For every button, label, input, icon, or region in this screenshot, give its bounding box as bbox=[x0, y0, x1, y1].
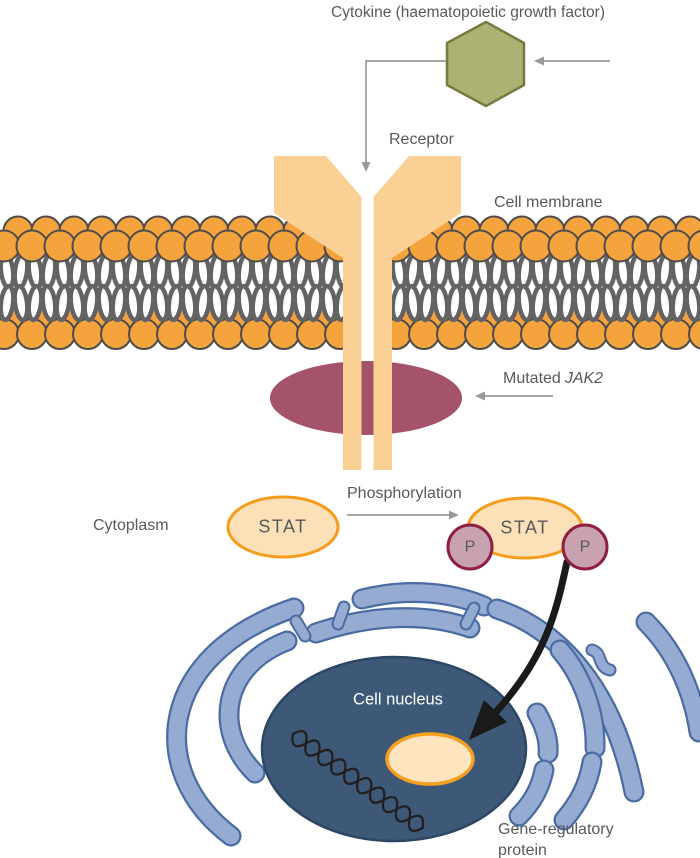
gene-regulatory-protein-label: Gene-regulatory protein bbox=[498, 820, 614, 858]
cytokine-to-receptor-arrow bbox=[361, 60, 447, 172]
lipid-head bbox=[464, 318, 496, 350]
mutated-jak2-protein bbox=[270, 361, 462, 435]
lipid-head bbox=[127, 229, 161, 263]
lipid-head bbox=[436, 318, 468, 350]
lipid-head bbox=[631, 229, 665, 263]
receptor-left-half bbox=[274, 156, 362, 470]
lipid-head bbox=[239, 229, 273, 263]
receptor-slot bbox=[357, 212, 378, 354]
lipid-head bbox=[296, 318, 328, 350]
lipid-head bbox=[212, 318, 244, 350]
lipid-head bbox=[660, 318, 692, 350]
dna-helix bbox=[291, 730, 425, 832]
lipid-head bbox=[575, 229, 609, 263]
cytokine-label: Cytokine (haematopoietic growth factor) bbox=[331, 4, 605, 21]
lipid-head bbox=[492, 318, 524, 350]
receptor-label: Receptor bbox=[389, 131, 454, 148]
translocation-arrowhead bbox=[469, 700, 507, 740]
lipid-head bbox=[519, 229, 553, 263]
lipid-head bbox=[184, 318, 216, 350]
lipid-head bbox=[576, 318, 608, 350]
lipid-head bbox=[659, 229, 693, 263]
lipid-head bbox=[268, 318, 300, 350]
phosphate-label-right: P bbox=[579, 538, 591, 556]
receptor-right-half bbox=[373, 156, 461, 470]
lipid-head bbox=[520, 318, 552, 350]
lipid-head bbox=[100, 318, 132, 350]
phosphate-group-right bbox=[561, 523, 609, 571]
cytokine-binding-arrow bbox=[534, 56, 610, 66]
lipid-head bbox=[491, 229, 525, 263]
lipid-head bbox=[156, 318, 188, 350]
lipid-head bbox=[688, 318, 700, 350]
cytoplasm-label: Cytoplasm bbox=[93, 517, 169, 534]
mutated-jak2-arrow bbox=[475, 391, 553, 401]
lipid-head bbox=[463, 229, 497, 263]
lipid-head bbox=[71, 229, 105, 263]
lipid-head bbox=[687, 229, 700, 263]
lipid-head bbox=[548, 318, 580, 350]
lipid-head bbox=[15, 229, 49, 263]
nuclear-envelope-arcs bbox=[166, 582, 700, 847]
lipid-head bbox=[72, 318, 104, 350]
stat-label-left: STAT bbox=[258, 516, 308, 537]
stat-protein bbox=[226, 495, 340, 559]
stat-label-right: STAT bbox=[500, 517, 550, 538]
lipid-head bbox=[435, 229, 469, 263]
lipid-head bbox=[211, 229, 245, 263]
mutated-jak2-label-prefix: Mutated bbox=[503, 370, 561, 387]
lipid-head bbox=[267, 229, 301, 263]
lipid-head bbox=[408, 318, 440, 350]
mutated-jak2-label-gene: JAK2 bbox=[564, 370, 604, 387]
cell-membrane-bilayer bbox=[0, 215, 700, 350]
lipid-head bbox=[603, 229, 637, 263]
gene-regulatory-protein-label-line1: Gene-regulatory bbox=[498, 821, 614, 838]
cytokine-hexagon bbox=[445, 20, 526, 108]
gene-regulatory-protein-label-line2: protein bbox=[498, 841, 547, 858]
phosphate-label-left: P bbox=[464, 538, 476, 556]
lipid-head bbox=[43, 229, 77, 263]
lipid-head bbox=[547, 229, 581, 263]
lipid-head bbox=[99, 229, 133, 263]
lipid-head bbox=[155, 229, 189, 263]
translocation-arrow bbox=[469, 558, 571, 740]
cell-membrane-label: Cell membrane bbox=[494, 194, 603, 211]
gene-regulatory-protein bbox=[385, 732, 475, 786]
lipid-head bbox=[632, 318, 664, 350]
phosphorylation-arrow bbox=[347, 510, 459, 520]
phosphate-group-left bbox=[446, 523, 494, 571]
lipid-head bbox=[183, 229, 217, 263]
phosphorylation-label: Phosphorylation bbox=[347, 485, 462, 502]
lipid-head bbox=[16, 318, 48, 350]
lipid-head bbox=[240, 318, 272, 350]
lipid-head bbox=[128, 318, 160, 350]
lipid-head bbox=[604, 318, 636, 350]
cell-nucleus-label: Cell nucleus bbox=[353, 690, 443, 709]
lipid-head bbox=[44, 318, 76, 350]
